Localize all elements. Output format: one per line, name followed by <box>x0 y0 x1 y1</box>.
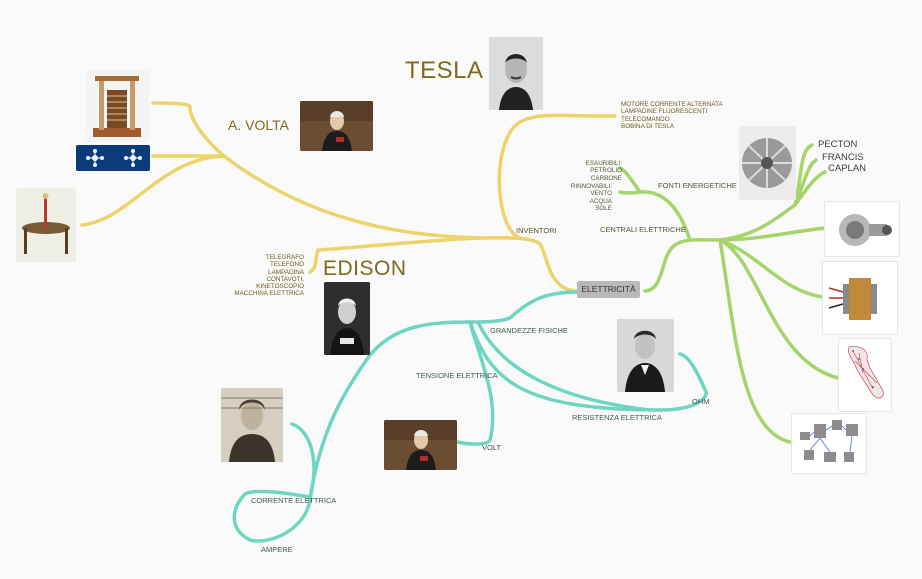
branch-inventori: INVENTORI <box>516 226 557 235</box>
edison-title: EDISON <box>323 257 407 280</box>
branch-resistenza: RESISTENZA ELETTRICA <box>572 413 663 422</box>
branch-corrente: CORRENTE ELETTRICA <box>251 496 337 505</box>
branch-fonti: FONTI ENERGETICHE <box>658 181 737 190</box>
branch-grandezze: GRANDEZZE FISICHE <box>490 326 568 335</box>
tesla-inventions-list: MOTORE CORRENTE ALTERNATA LAMPADINE FLUO… <box>621 101 723 130</box>
branch-centrali: CENTRALI ELETTRICHE <box>600 225 686 234</box>
green-branches <box>618 143 840 444</box>
branch-volt: VOLT <box>482 443 502 452</box>
branch-tensione: TENSIONE ELETTRICA <box>416 371 498 380</box>
tesla-portrait <box>489 37 543 110</box>
electroscope-image <box>16 188 76 262</box>
alternator-image <box>824 201 900 257</box>
volta-title: A. VOLTA <box>228 117 289 133</box>
ohm-portrait <box>617 319 674 392</box>
branch-ampere: AMPERE <box>261 545 293 554</box>
esauribili-list: ESAURIBILI: PETROLIO CARBONE <box>585 160 622 182</box>
turbine-pecton: PECTON <box>818 139 858 150</box>
turbine-caplan: CAPLAN <box>828 163 867 174</box>
center-node-elettricita[interactable]: ELETTRICITÀ <box>577 281 640 298</box>
ampere-portrait <box>221 388 283 462</box>
branch-ohm: OHM <box>692 397 710 406</box>
volta-portrait-2 <box>384 420 457 470</box>
rinnovabili-list: RINNOVABILI: VENTO ACQUA SOLE <box>570 183 612 212</box>
network-diagram-image <box>791 413 867 474</box>
turbine-image <box>739 126 796 200</box>
edison-inventions-list: TELEGRAFO TELEFONO LAMPADINA CONTAVOTI, … <box>234 254 304 298</box>
molecule-image <box>76 145 150 171</box>
tesla-title: TESLA <box>405 57 484 84</box>
edison-portrait <box>324 282 370 355</box>
teal-branches <box>232 290 708 543</box>
turbine-francis: FRANCIS <box>822 152 864 163</box>
yellow-branches <box>80 101 617 293</box>
italy-grid-map-image <box>838 338 892 412</box>
volta-pile-image <box>85 70 149 142</box>
volta-portrait <box>300 101 373 151</box>
transformer-image <box>822 261 898 335</box>
